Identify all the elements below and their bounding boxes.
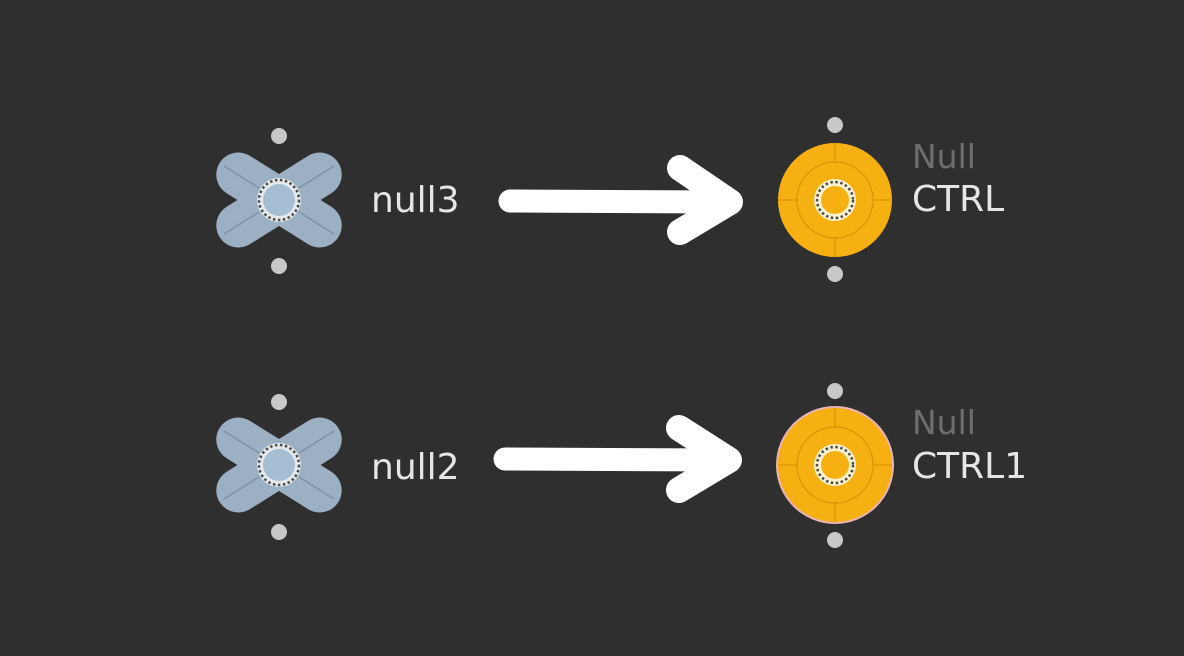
- control-circle-icon: [776, 383, 894, 548]
- null3-node[interactable]: [204, 125, 354, 275]
- output-port[interactable]: [827, 532, 843, 548]
- control-circle-icon: [778, 117, 892, 282]
- node-name-label: CTRL: [912, 179, 1005, 220]
- input-port[interactable]: [271, 128, 287, 144]
- node-name-label: null3: [371, 180, 460, 221]
- right-arrow-icon: [498, 155, 743, 245]
- output-port[interactable]: [271, 258, 287, 274]
- null2-node[interactable]: [204, 390, 354, 540]
- input-port[interactable]: [827, 117, 843, 133]
- node-type-label: Null: [912, 137, 976, 176]
- input-port[interactable]: [827, 383, 843, 399]
- node-name-label: CTRL1: [912, 446, 1028, 487]
- ctrl-node[interactable]: [760, 117, 910, 282]
- node-name-label: null2: [371, 447, 460, 488]
- ctrl1-node[interactable]: [760, 383, 910, 548]
- output-port[interactable]: [271, 524, 287, 540]
- right-arrow-icon: [493, 415, 742, 503]
- null-x-shape-icon: [216, 128, 342, 274]
- input-port[interactable]: [271, 394, 287, 410]
- node-type-label: Null: [912, 403, 976, 442]
- null-x-shape-icon: [216, 394, 342, 540]
- output-port[interactable]: [827, 266, 843, 282]
